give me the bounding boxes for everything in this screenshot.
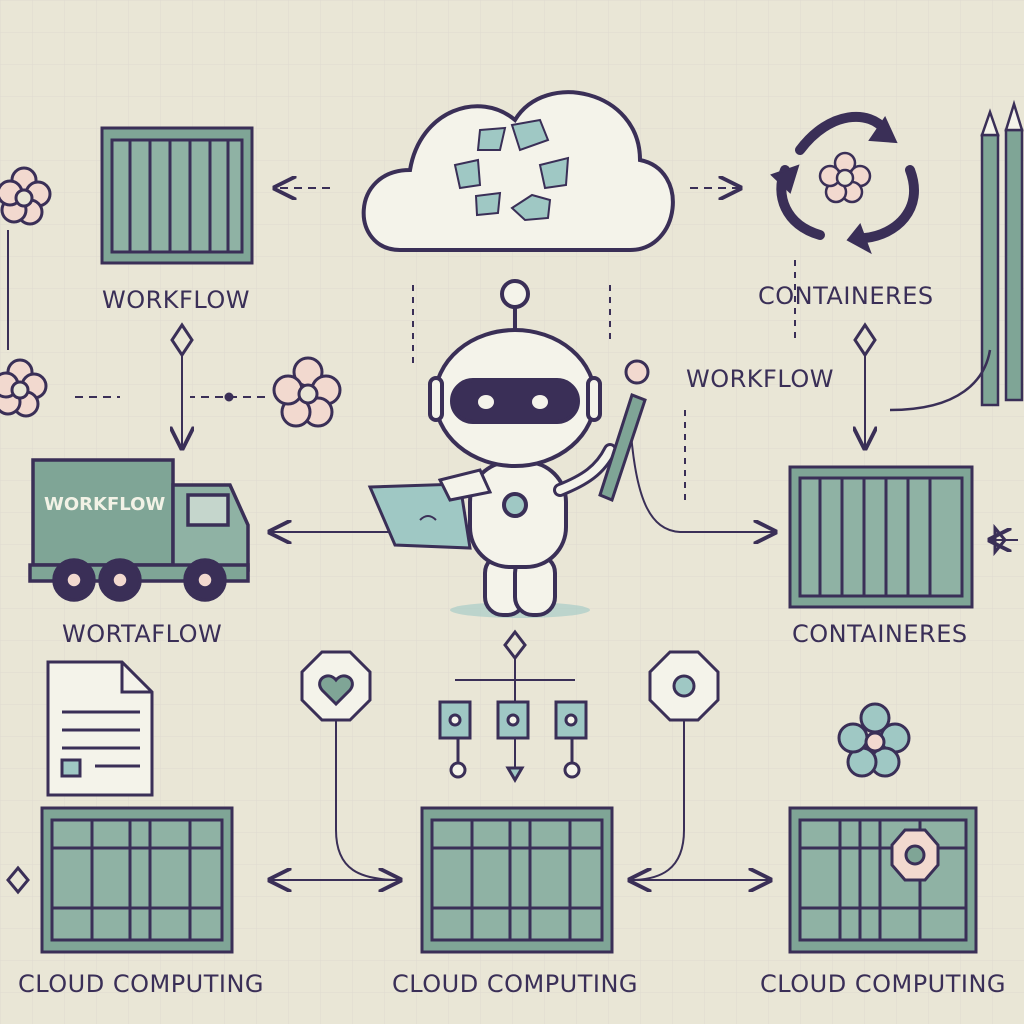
label-cloud-computing-right: CLOUD COMPUTING — [760, 970, 1007, 998]
label-truck-side: WORKFLOW — [44, 494, 166, 515]
truck-icon — [28, 458, 250, 602]
flower-icon — [818, 151, 872, 204]
label-cloud-computing-center: CLOUD COMPUTING — [392, 970, 639, 998]
pen-icon — [598, 359, 650, 503]
label-cloud-computing-left: CLOUD COMPUTING — [18, 970, 265, 998]
flower-icon — [837, 702, 911, 778]
robot-icon — [428, 279, 617, 618]
laptop-icon — [367, 468, 493, 550]
shipping-container-icon — [420, 806, 614, 954]
heart-icon — [300, 650, 372, 722]
pen-icon — [889, 99, 1024, 412]
label-workflow-top-left: WORKFLOW — [102, 286, 250, 314]
label-workflow-mid-right: WORKFLOW — [686, 365, 834, 393]
flower-icon — [0, 358, 48, 418]
shipping-container-icon — [788, 465, 974, 609]
cloud-icon — [361, 90, 675, 252]
shipping-container-icon — [100, 126, 254, 265]
process-box-icons — [438, 700, 588, 783]
connector-node-icon — [648, 650, 720, 722]
label-containers-top-right: CONTAINERES — [758, 282, 934, 310]
recycle-icon — [770, 112, 919, 255]
flower-icon — [272, 356, 342, 428]
connector-nodes — [6, 322, 1007, 895]
document-icon — [46, 660, 154, 797]
shipping-container-icon — [788, 806, 978, 954]
label-containers-mid-right: CONTAINERES — [792, 620, 968, 648]
shipping-container-icon — [40, 806, 234, 954]
flower-icon — [0, 166, 52, 226]
label-below-truck: WORTAFLOW — [62, 620, 223, 648]
